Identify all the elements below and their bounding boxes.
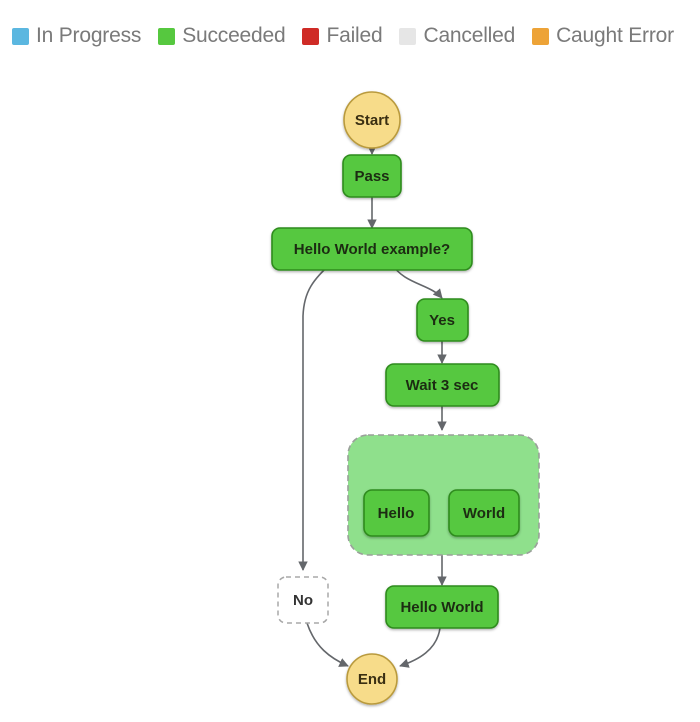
node-choice[interactable]: Hello World example?: [271, 227, 473, 271]
state-machine-graph: Start Pass Hello World example? Yes Wait…: [0, 58, 700, 722]
node-end-shape: [346, 653, 398, 705]
node-hello-shape: [363, 489, 430, 537]
legend-label-failed: Failed: [326, 24, 383, 47]
legend-label-cancelled: Cancelled: [423, 24, 516, 47]
legend-label-succeeded: Succeeded: [182, 24, 286, 47]
node-world[interactable]: World: [448, 489, 520, 537]
status-legend: In Progress Succeeded Failed Cancelled C…: [12, 24, 688, 48]
legend-item-succeeded: Succeeded: [158, 24, 286, 48]
node-pass-shape: [342, 154, 402, 198]
legend-item-cancelled: Cancelled: [399, 24, 515, 48]
edge-helloworld-to-end: [399, 627, 441, 668]
node-helloworld[interactable]: Hello World: [385, 585, 499, 629]
legend-label-in-progress: In Progress: [36, 24, 142, 47]
node-no-shape: [277, 576, 329, 624]
legend-swatch-in-progress: [12, 27, 29, 45]
node-choice-shape: [271, 227, 473, 271]
legend-swatch-caught-error: [532, 27, 550, 45]
node-yes-shape: [416, 298, 469, 342]
node-world-shape: [448, 489, 520, 537]
node-start[interactable]: Start: [343, 91, 401, 149]
legend-item-in-progress: In Progress: [12, 24, 141, 48]
node-yes[interactable]: Yes: [416, 298, 469, 342]
node-no[interactable]: No: [277, 576, 329, 624]
node-hello[interactable]: Hello: [363, 489, 430, 537]
legend-swatch-failed: [302, 27, 320, 45]
graph-nodes: Start Pass Hello World example? Yes Wait…: [271, 91, 520, 705]
legend-item-failed: Failed: [302, 24, 383, 48]
node-wait-shape: [385, 363, 500, 407]
node-wait[interactable]: Wait 3 sec: [385, 363, 500, 407]
legend-item-caught-error: Caught Error: [532, 24, 674, 48]
legend-label-caught-error: Caught Error: [556, 24, 674, 47]
legend-swatch-succeeded: [158, 27, 176, 45]
node-helloworld-shape: [385, 585, 499, 629]
node-pass[interactable]: Pass: [342, 154, 402, 198]
edge-choice-to-no: [298, 263, 331, 571]
node-start-shape: [343, 91, 401, 149]
node-end[interactable]: End: [346, 653, 398, 705]
edge-no-to-end: [306, 622, 349, 667]
legend-swatch-cancelled: [399, 27, 417, 45]
